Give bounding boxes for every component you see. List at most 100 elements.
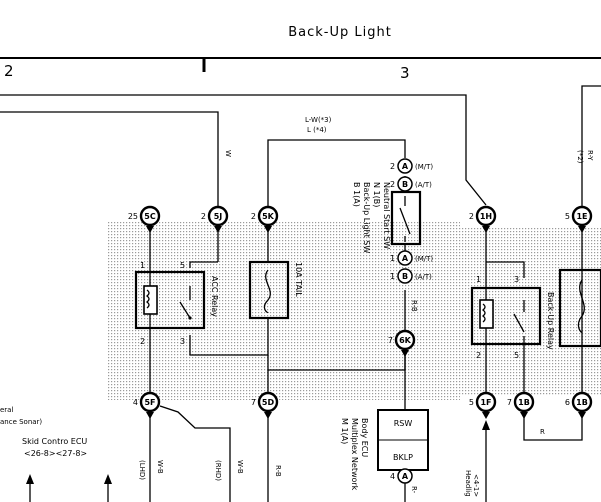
connector-circle	[139, 391, 161, 413]
right-coil-winding	[481, 303, 486, 323]
pin-1B-code: B	[402, 272, 408, 281]
connector-number: 4	[133, 398, 138, 407]
wire-relay-bottom-right	[189, 318, 269, 356]
wire-label-rb-mid: R-B	[410, 300, 418, 312]
connector-arrow	[578, 226, 586, 233]
acc-relay-pin-3: 3	[180, 337, 185, 346]
right-relay-label: Back-Up Relay	[546, 292, 555, 350]
connector-number: 2	[251, 212, 256, 221]
wire-label-rhd: (RHD)	[214, 460, 222, 481]
pin-2B: 2 B (A/T)	[390, 176, 432, 192]
switch-contact-blade	[399, 207, 411, 235]
shaded-area-left	[108, 222, 460, 400]
right-relay-contact-blade	[513, 313, 525, 333]
connector-1h-6: 1H2	[469, 205, 497, 233]
pin-2A-note: (M/T)	[415, 163, 433, 171]
acc-relay-contact-blade	[179, 301, 191, 319]
pin-1A: 1 A (M/T)	[390, 250, 433, 266]
pin-2B-num: 2	[390, 180, 395, 189]
connector-arrow	[264, 412, 272, 419]
right-relay-box	[470, 286, 542, 346]
wire-label-rb-bot: R-B	[274, 465, 282, 477]
connector-circle	[571, 391, 593, 413]
acc-relay-pin-5: 5	[180, 261, 185, 270]
wire-top-5J	[0, 111, 219, 208]
shaded-area-right	[452, 228, 601, 396]
right-relay-pin-5: 5	[514, 351, 519, 360]
connector-circle	[394, 329, 416, 351]
fuse-label: 10A TAIL	[294, 262, 303, 297]
connector-code: 1F	[480, 398, 491, 407]
connector-code: 6K	[399, 336, 412, 345]
pin-1B-note: (A/T)	[415, 273, 432, 281]
wire-label-wb-rhd: W-B	[236, 460, 244, 474]
right-relay-pin-2: 2	[476, 351, 481, 360]
connector-number: 6	[565, 398, 570, 407]
connector-circle	[571, 205, 593, 227]
skid-ecu-ref: <26-8><27-8>	[24, 449, 87, 458]
wire-label-wb-lhd: W-B	[156, 460, 164, 474]
connector-number: 2	[469, 212, 474, 221]
connector-5j-1: 5J 2	[201, 205, 229, 233]
section-label-2: 2	[4, 62, 14, 80]
ecu-pin-rsw: RSW	[394, 419, 413, 428]
connector-code: 1E	[576, 212, 587, 221]
connector-number: 7	[251, 398, 256, 407]
switch-id-1: B 1(A)	[352, 182, 361, 207]
wire-label-l: L (*4)	[307, 126, 327, 134]
connector-1b-9: 1B7	[507, 391, 535, 419]
pin-2A-num: 2	[390, 162, 395, 171]
acc-relay-label: ACC Relay	[210, 276, 219, 317]
backup-switch-box	[390, 190, 422, 246]
wire-label-ry-note: (*2)	[576, 150, 584, 164]
ecu-name-1: Multiplex Network	[350, 418, 359, 491]
pin-1B: 1 B (A/T)	[390, 268, 432, 284]
pin-1A-code: A	[402, 254, 409, 263]
right-fuse-box-partial	[558, 268, 601, 348]
acc-relay-pin-1: 1	[140, 261, 145, 270]
wire-label-ry: R-Y	[586, 150, 594, 161]
switch-id-2: N 1(B)	[372, 182, 381, 207]
connector-arrow	[214, 226, 222, 233]
pin-1A-note: (M/T)	[415, 255, 433, 263]
connector-code: 5J	[214, 212, 223, 221]
wire-label-r-bot: R-	[410, 486, 418, 494]
connector-arrow	[146, 412, 154, 419]
wire-top-main	[0, 94, 487, 206]
connector-1f-8: 1F 5	[469, 391, 497, 419]
connector-5d-5: 5D7	[251, 391, 279, 419]
right-fuse-element	[577, 279, 585, 333]
connector-number: 5	[565, 212, 570, 221]
acc-coil-winding	[145, 289, 150, 309]
connector-circle	[207, 205, 229, 227]
skid-arrow-right	[104, 474, 112, 484]
connector-number: 7	[507, 398, 512, 407]
pin-4A: 4 A	[390, 468, 413, 484]
wire-right-relay-top	[486, 261, 525, 278]
wire-right-loop	[523, 412, 583, 441]
connector-circle	[257, 205, 279, 227]
connector-6k-3: 6K7	[388, 329, 416, 357]
wire-label-r-loop: R	[540, 428, 545, 436]
wire-top-switch	[267, 139, 406, 208]
connector-arrow	[520, 412, 528, 419]
wire-label-lhd: (LHD)	[138, 460, 146, 480]
wire-relay-top-right	[189, 261, 218, 268]
connector-number: 2	[201, 212, 206, 221]
diagram-title: Back-Up Light	[288, 25, 392, 40]
left-note-1: eral	[0, 406, 13, 414]
wire-rhd	[159, 405, 231, 502]
right-relay-coil	[479, 299, 494, 329]
connector-arrow	[146, 226, 154, 233]
connector-number: 5	[469, 398, 474, 407]
left-note-2: ance Sonar)	[0, 418, 42, 426]
ecu-name-2: Body ECU	[360, 418, 369, 457]
skid-ecu-label: Skid Contro ECU	[22, 437, 87, 446]
connector-circle	[513, 391, 535, 413]
section-label-3: 3	[400, 64, 410, 82]
connector-5f-4: 5F4	[133, 391, 161, 419]
connector-code: 5C	[144, 212, 156, 221]
